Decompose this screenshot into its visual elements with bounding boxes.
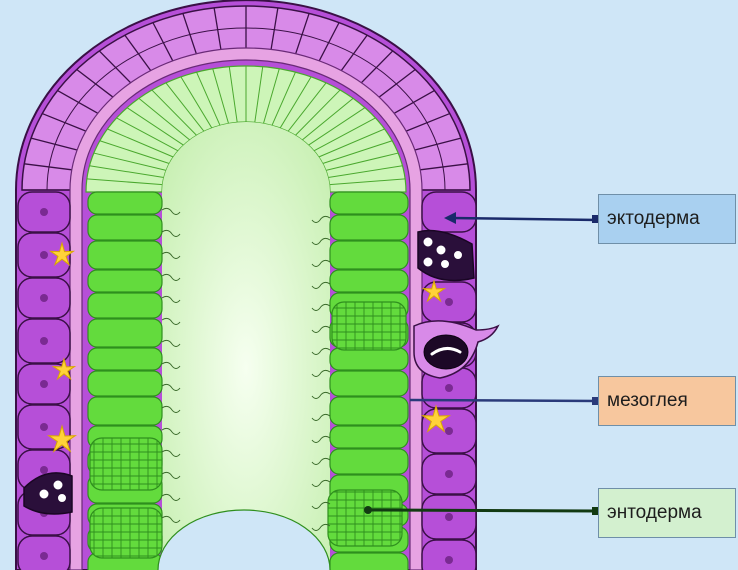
label-endoderm-text: энтодерма (607, 502, 702, 524)
label-ectoderm-text: эктодерма (607, 208, 700, 230)
endoderm-pointer (370, 510, 598, 511)
cnidocyte-with-thread (414, 321, 498, 378)
label-endoderm: энтодерма (598, 488, 736, 538)
label-mesoglea: мезоглея (598, 376, 736, 426)
label-ectoderm: эктодерма (598, 194, 736, 244)
label-mesoglea-text: мезоглея (607, 390, 688, 412)
gastric-cavity (162, 122, 330, 570)
mesoglea-pointer (410, 400, 598, 401)
